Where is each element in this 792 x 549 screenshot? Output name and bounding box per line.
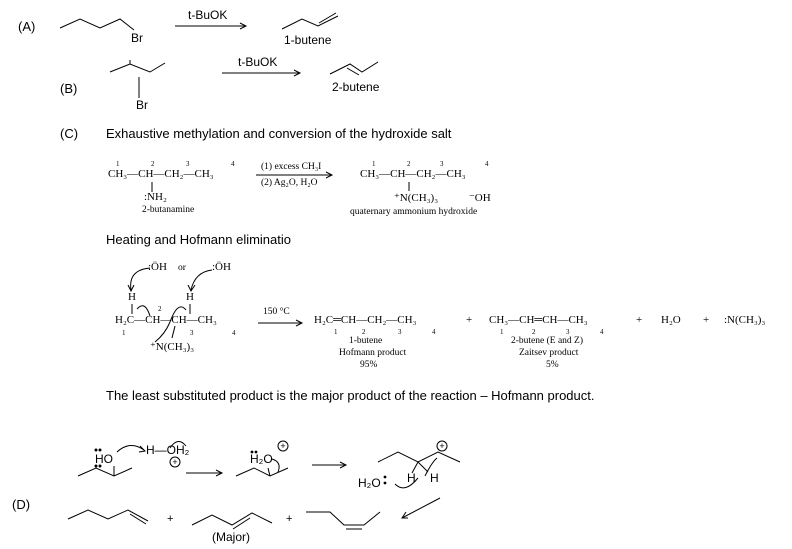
b-reactant-skeleton: [109, 62, 166, 73]
b-reagent: t-BuOK: [238, 55, 278, 69]
c-base-right: :ÖH: [212, 261, 231, 273]
c-h-right: H: [186, 291, 194, 303]
c-salt-num-1: 1: [372, 160, 376, 168]
d-water-base: H₂O: [358, 476, 381, 490]
d-h-a: H: [407, 471, 416, 485]
c-sub-num-4: 4: [232, 329, 236, 337]
c-salt-num-2: 2: [407, 160, 411, 168]
c-reagent-2: (2) Ag₂O, H₂O: [261, 178, 318, 188]
c-sub-num-2: 2: [158, 305, 162, 313]
c-sub-num-1: 1: [122, 329, 126, 337]
c-amine-nh2: :NH₂: [144, 191, 167, 203]
c-salt-hydroxide: ⁻OH: [469, 192, 491, 204]
c-salt-num-3: 3: [440, 160, 444, 168]
c-product-1-formula: H₂C═CH—CH₂—CH₃: [314, 314, 417, 326]
c-product-2-type: Zaitsev product: [519, 348, 579, 358]
c-p1-num-1: 1: [334, 328, 338, 336]
c-p2-num-1: 1: [500, 328, 504, 336]
label-a: (A): [18, 19, 36, 34]
c-p1-num-2: 2: [362, 328, 366, 336]
c-amine-name: 2-butanamine: [142, 205, 195, 215]
c-plus-3: +: [703, 314, 710, 326]
c-heating-heading: Heating and Hofmann eliminatio: [106, 232, 291, 247]
a-product-skeleton: [281, 15, 339, 30]
c-num-3: 3: [186, 160, 190, 168]
c-salt-formula: CH₃—CH—CH₂—CH₃: [360, 168, 466, 180]
d-product-2-skeleton: [191, 512, 273, 526]
label-c: (C): [60, 126, 79, 141]
label-d: (D): [12, 497, 31, 512]
d-carbocation-skeleton: [377, 451, 461, 463]
c-product-2-formula: CH₃—CH═CH—CH₃: [489, 314, 588, 326]
label-b: (B): [60, 81, 78, 96]
svg-text:+: +: [172, 457, 177, 467]
c-amine-formula: CH₃—CH—CH₂—CH₃: [108, 168, 214, 180]
d-oxonium-skeleton: [235, 467, 289, 477]
d-oxonium: H₂O: [250, 452, 273, 466]
c-plus-2: +: [636, 314, 643, 326]
c-salt-n: ⁺N(CH₃)₃: [394, 192, 439, 204]
c-num-4: 4: [231, 160, 235, 168]
c-p2-num-4: 4: [600, 328, 604, 336]
a-reactant-skeleton: [59, 18, 135, 31]
c-substrate-n: ⁺N(CH₃)₃: [150, 341, 195, 353]
c-product-1-yield: 95%: [360, 360, 378, 370]
svg-text:+: +: [439, 441, 444, 451]
d-product-3-skeleton: [306, 511, 381, 526]
a-reagent: t-BuOK: [188, 8, 228, 22]
d-plus-2: +: [286, 513, 293, 525]
c-base-left: :ÖH: [148, 261, 167, 273]
c-sub-num-3: 3: [190, 329, 194, 337]
c-p1-num-3: 3: [398, 328, 402, 336]
b-product-skeleton: [329, 61, 379, 75]
c-product-2-yield: 5%: [546, 360, 559, 370]
c-product-2-name: 2-butene (E and Z): [511, 336, 584, 346]
c-p2-num-2: 2: [532, 328, 536, 336]
svg-text:+: +: [280, 441, 285, 451]
c-p2-num-3: 3: [566, 328, 570, 336]
d-hydroxyl: HO: [95, 452, 113, 466]
c-salt-num-4: 4: [485, 160, 489, 168]
d-h-b: H: [430, 471, 439, 485]
c-conclusion: The least substituted product is the maj…: [106, 388, 595, 403]
c-heading: Exhaustive methylation and conversion of…: [106, 126, 452, 141]
b-product-name: 2-butene: [332, 80, 380, 94]
c-temperature: 150 °C: [263, 307, 290, 317]
a-product-name: 1-butene: [284, 33, 332, 47]
c-reagent-1: (1) excess CH₃I: [261, 162, 322, 172]
c-p1-num-4: 4: [432, 328, 436, 336]
c-product-trimethylamine: :N(CH₃)₃: [724, 314, 766, 326]
c-substrate: H₂C—CH—CH—CH₃: [115, 314, 217, 326]
c-product-1-type: Hofmann product: [339, 348, 407, 358]
b-bromine-label: Br: [136, 98, 148, 112]
c-product-1-name: 1-butene: [349, 336, 383, 346]
d-plus-1: +: [167, 513, 174, 525]
d-major-label: (Major): [212, 530, 250, 544]
c-salt-name: quaternary ammonium hydroxide: [350, 207, 478, 217]
d-product-1-skeleton: [67, 509, 149, 522]
d-return-arrow: [401, 497, 441, 519]
d-alcohol-skeleton: [77, 467, 133, 477]
c-h-left: H: [128, 291, 136, 303]
c-plus-1: +: [466, 314, 473, 326]
a-bromine-label: Br: [131, 31, 143, 45]
c-num-1: 1: [116, 160, 120, 168]
c-base-or: or: [178, 263, 186, 273]
c-num-2: 2: [151, 160, 155, 168]
d-hydronium: H—OH₂: [146, 443, 190, 457]
c-product-water: H₂O: [661, 314, 681, 326]
